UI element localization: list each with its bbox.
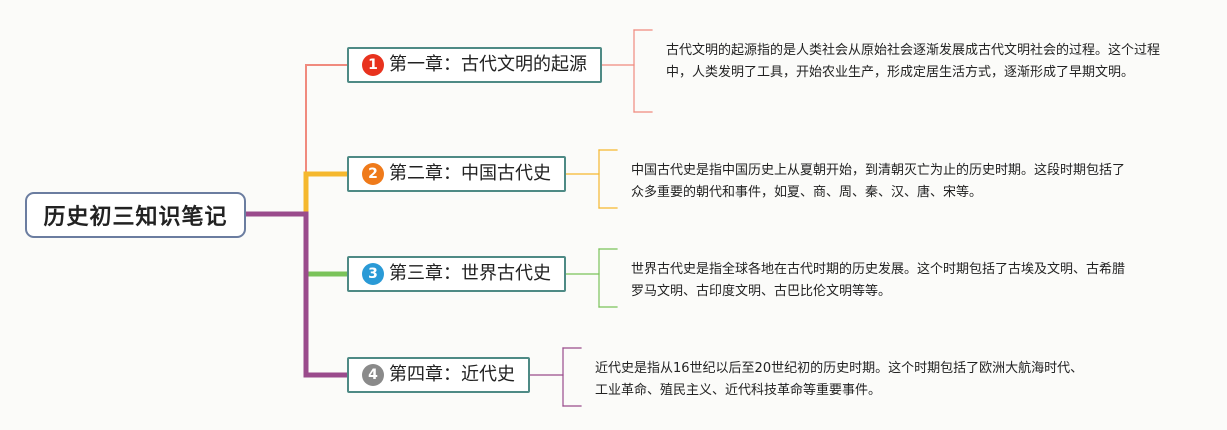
note-chapter-1: 古代文明的起源指的是人类社会从原始社会逐渐发展成古代文明社会的过程。这个过程中，…: [666, 43, 1161, 80]
branch-chapter-4[interactable]: 4 第四章：近代史: [347, 357, 530, 393]
root-topic[interactable]: 历史初三知识笔记: [25, 192, 246, 238]
number-4-icon: 4: [362, 364, 384, 386]
note-chapter-2: 中国古代史是指中国历史上从夏朝开始，到清朝灭亡为止的历史时期。这段时期包括了众多…: [631, 163, 1126, 200]
note-chapter-4: 近代史是指从16世纪以后至20世纪初的历史时期。这个时期包括了欧洲大航海时代、工…: [595, 361, 1084, 398]
branch-label: 第一章：古代文明的起源: [389, 54, 587, 75]
branch-chapter-1[interactable]: 1 第一章：古代文明的起源: [347, 47, 602, 83]
number-2-icon: 2: [362, 163, 384, 185]
number-3-icon: 3: [362, 263, 384, 285]
root-title: 历史初三知识笔记: [43, 205, 228, 230]
branch-chapter-3[interactable]: 3 第三章：世界古代史: [347, 256, 566, 292]
branch-chapter-2[interactable]: 2 第二章：中国古代史: [347, 156, 566, 192]
branch-label: 第三章：世界古代史: [389, 263, 551, 284]
number-1-icon: 1: [362, 54, 384, 76]
note-chapter-3: 世界古代史是指全球各地在古代时期的历史发展。这个时期包括了古埃及文明、古希腊罗马…: [631, 262, 1126, 299]
branch-label: 第四章：近代史: [389, 364, 515, 385]
branch-label: 第二章：中国古代史: [389, 163, 551, 184]
